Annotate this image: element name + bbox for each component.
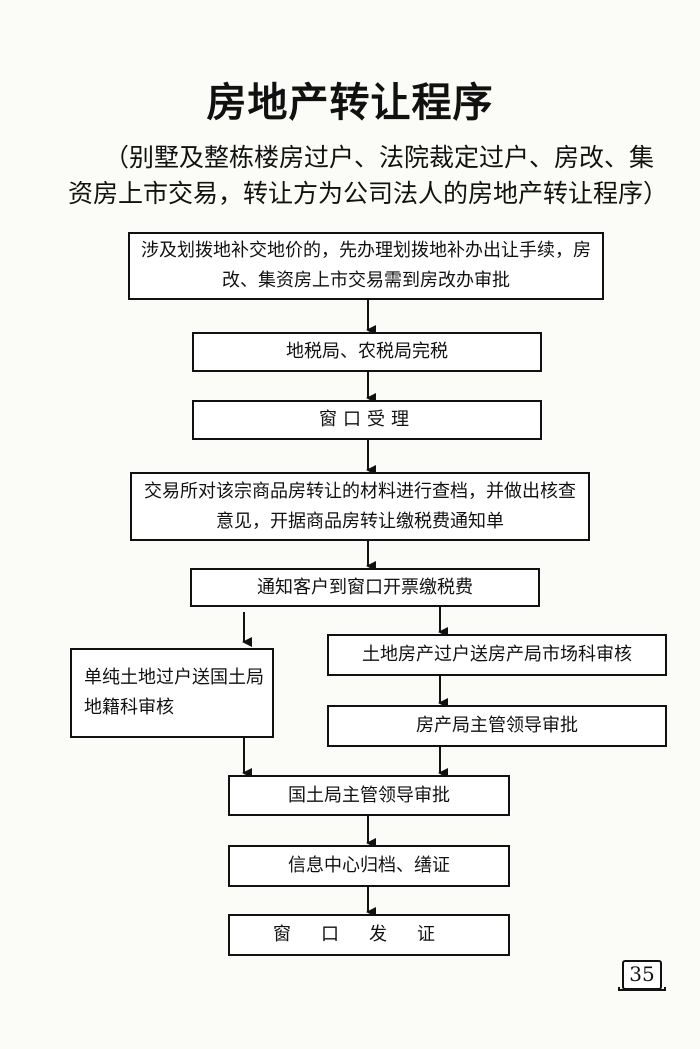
page-subtitle: （别墅及整栋楼房过户、法院裁定过户、房改、集资房上市交易，转让方为公司法人的房地… [68, 143, 669, 208]
step-5-box: 通知客户到窗口开票缴税费 [190, 568, 540, 607]
right-branch-1-box: 土地房产过户送房产局市场科审核 [327, 634, 667, 676]
right-branch-1-text: 土地房产过户送房产局市场科审核 [362, 644, 632, 665]
step-3-box: 窗口受理 [192, 400, 542, 440]
step-8-text: 窗口发证 [273, 924, 465, 945]
step-3-text: 窗口受理 [319, 409, 415, 430]
step-6-box: 国土局主管领导审批 [228, 775, 510, 816]
step-7-box: 信息中心归档、缮证 [228, 845, 510, 887]
right-branch-2-text: 房产局主管领导审批 [416, 715, 578, 736]
step-5-text: 通知客户到窗口开票缴税费 [257, 576, 473, 598]
step-2-box: 地税局、农税局完税 [192, 332, 542, 372]
step-4-text: 交易所对该宗商品房转让的材料进行查档，并做出核查意见，开据商品房转让缴税费通知单 [144, 480, 576, 532]
left-branch-text: 单纯土地过户送国土局地籍科审核 [84, 667, 264, 718]
step-1-box: 涉及划拨地补交地价的，先办理划拨地补办出让手续，房改、集资房上市交易需到房改办审… [128, 232, 604, 300]
step-7-text: 信息中心归档、缮证 [288, 855, 450, 876]
step-1-text: 涉及划拨地补交地价的，先办理划拨地补办出让手续，房改、集资房上市交易需到房改办审… [141, 240, 591, 291]
step-2-text: 地税局、农税局完税 [286, 341, 448, 362]
page-title: 房地产转让程序 [206, 79, 494, 126]
step-6-text: 国土局主管领导审批 [288, 784, 450, 806]
step-4-box: 交易所对该宗商品房转让的材料进行查档，并做出核查意见，开据商品房转让缴税费通知单 [130, 472, 590, 541]
page-number: 35 [622, 960, 662, 990]
right-branch-2-box: 房产局主管领导审批 [327, 705, 667, 747]
step-8-box: 窗口发证 [228, 914, 510, 956]
page-number-base [618, 987, 666, 991]
left-branch-box: 单纯土地过户送国土局地籍科审核 [70, 648, 274, 738]
